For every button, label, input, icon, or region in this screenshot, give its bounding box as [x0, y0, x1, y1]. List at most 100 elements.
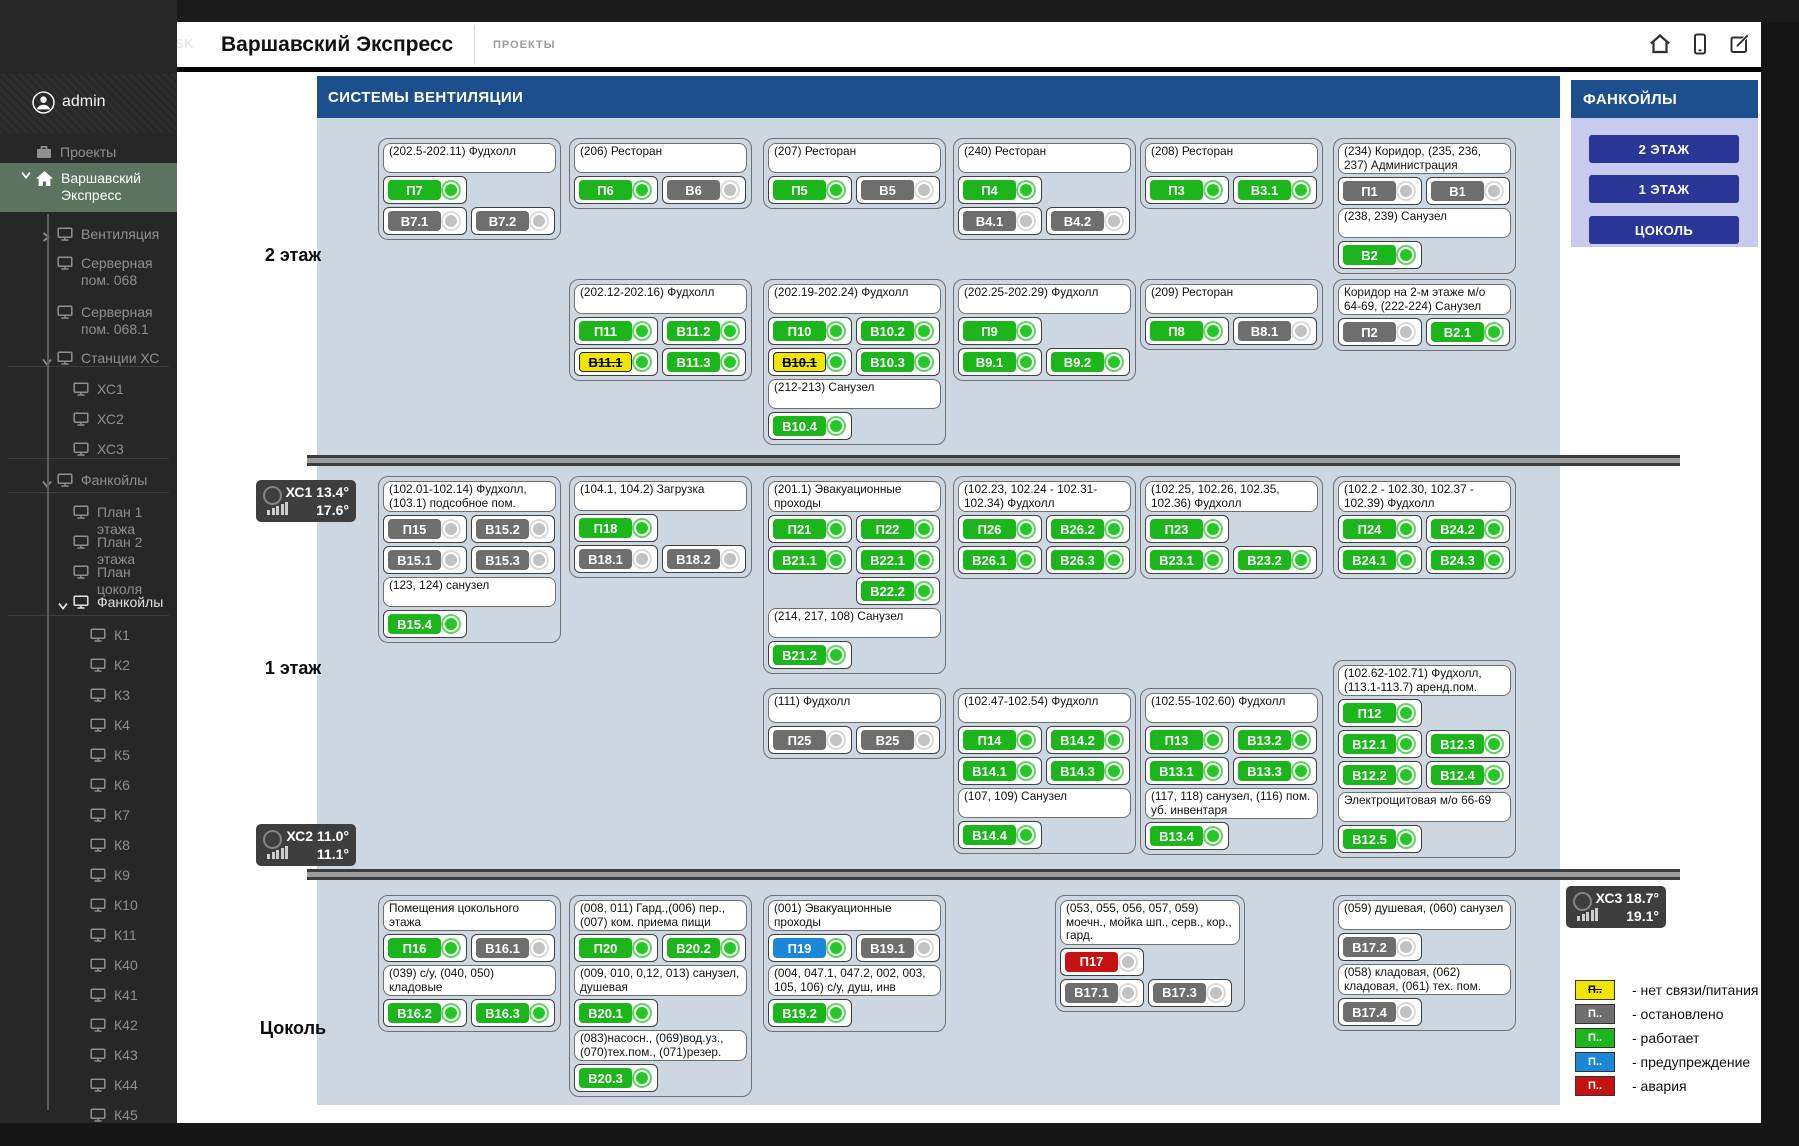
unit-button-v10-3[interactable]: В10.3 [856, 348, 940, 376]
unit-button-v13-3[interactable]: В13.3 [1233, 757, 1317, 785]
unit-button-p13[interactable]: П13 [1145, 726, 1229, 754]
unit-button-v7-1[interactable]: В7.1 [383, 207, 467, 235]
fancoils-button-2-этаж[interactable]: 2 ЭТАЖ [1589, 135, 1739, 163]
unit-button-v20-3[interactable]: В20.3 [574, 1064, 658, 1092]
unit-button-p24[interactable]: П24 [1338, 515, 1422, 543]
unit-button-v4-1[interactable]: В4.1 [958, 207, 1042, 235]
unit-button-v21-1[interactable]: В21.1 [768, 546, 852, 574]
unit-button-p2[interactable]: П2 [1338, 318, 1422, 346]
unit-button-p5[interactable]: П5 [768, 176, 852, 204]
sidebar-item-fancoils-screen[interactable]: Фанкойлы [0, 594, 177, 613]
station-badge-xc1[interactable]: ХС1 13.4°17.6° [256, 480, 356, 522]
unit-button-p4[interactable]: П4 [958, 176, 1042, 204]
sidebar-item-k43[interactable]: К43 [0, 1047, 177, 1066]
unit-button-p15[interactable]: П15 [383, 515, 467, 543]
unit-button-v10-1[interactable]: В10.1 [768, 348, 852, 376]
unit-button-v18-2[interactable]: В18.2 [662, 545, 746, 573]
unit-button-v10-2[interactable]: В10.2 [856, 317, 940, 345]
sidebar-item-hs1[interactable]: ХС1 [0, 381, 177, 400]
unit-button-p9[interactable]: П9 [958, 317, 1042, 345]
sidebar-item-k41[interactable]: К41 [0, 987, 177, 1006]
unit-button-v2[interactable]: В2 [1338, 241, 1422, 269]
sidebar-item-server-068-1[interactable]: Серверная пом. 068.1 [0, 304, 177, 338]
unit-button-p10[interactable]: П10 [768, 317, 852, 345]
unit-button-v13-2[interactable]: В13.2 [1233, 726, 1317, 754]
unit-button-v11-2[interactable]: В11.2 [662, 317, 746, 345]
unit-button-v14-4[interactable]: В14.4 [958, 821, 1042, 849]
unit-button-v1[interactable]: В1 [1426, 177, 1510, 205]
unit-button-v13-4[interactable]: В13.4 [1145, 822, 1229, 850]
sidebar-item-warsaw-express[interactable]: Варшавский Экспресс [0, 163, 177, 212]
unit-button-p8[interactable]: П8 [1145, 317, 1229, 345]
sidebar-item-k44[interactable]: К44 [0, 1077, 177, 1096]
unit-button-p21[interactable]: П21 [768, 515, 852, 543]
home-icon[interactable] [1648, 32, 1672, 56]
unit-button-v24-2[interactable]: В24.2 [1426, 515, 1510, 543]
sidebar-item-k42[interactable]: К42 [0, 1017, 177, 1036]
sidebar-item-server-068[interactable]: Серверная пом. 068 [0, 255, 177, 289]
unit-button-v24-3[interactable]: В24.3 [1426, 546, 1510, 574]
unit-button-p23[interactable]: П23 [1145, 515, 1229, 543]
unit-button-p26[interactable]: П26 [958, 515, 1042, 543]
unit-button-v18-1[interactable]: В18.1 [574, 545, 658, 573]
unit-button-p16[interactable]: П16 [383, 934, 467, 962]
station-badge-xc3[interactable]: ХС3 18.7°19.1° [1566, 886, 1666, 928]
unit-button-p14[interactable]: П14 [958, 726, 1042, 754]
unit-button-v20-1[interactable]: В20.1 [574, 999, 658, 1027]
sidebar-item-k11[interactable]: К11 [0, 927, 177, 946]
unit-button-p18[interactable]: П18 [574, 514, 658, 542]
unit-button-v22-1[interactable]: В22.1 [856, 546, 940, 574]
unit-button-v17-1[interactable]: В17.1 [1060, 978, 1144, 1007]
unit-button-v11-3[interactable]: В11.3 [662, 348, 746, 376]
unit-button-v26-1[interactable]: В26.1 [958, 546, 1042, 574]
unit-button-v24-1[interactable]: В24.1 [1338, 546, 1422, 574]
unit-button-v13-1[interactable]: В13.1 [1145, 757, 1229, 785]
unit-button-p25[interactable]: П25 [768, 726, 852, 754]
sidebar-item-k1[interactable]: К1 [0, 627, 177, 646]
user-row[interactable]: admin [0, 73, 177, 133]
unit-button-v15-2[interactable]: В15.2 [471, 515, 555, 543]
unit-button-p19[interactable]: П19 [768, 934, 852, 962]
unit-button-v2-1[interactable]: В2.1 [1426, 318, 1510, 346]
unit-button-p1[interactable]: П1 [1338, 177, 1422, 205]
unit-button-p20[interactable]: П20 [574, 934, 658, 962]
sidebar-item-ventilation[interactable]: Вентиляция [0, 226, 177, 245]
sidebar-item-k6[interactable]: К6 [0, 777, 177, 796]
sidebar-item-k9[interactable]: К9 [0, 867, 177, 886]
unit-button-v16-1[interactable]: В16.1 [471, 934, 555, 962]
sidebar-item-projects[interactable]: Проекты [0, 144, 177, 163]
fancoils-button-1-этаж[interactable]: 1 ЭТАЖ [1589, 175, 1739, 203]
unit-button-v16-2[interactable]: В16.2 [383, 999, 467, 1027]
sidebar-item-k10[interactable]: К10 [0, 897, 177, 916]
unit-button-v14-2[interactable]: В14.2 [1046, 726, 1130, 754]
sidebar-item-plan-basement[interactable]: План цоколя [0, 564, 177, 598]
chevron-down-icon[interactable] [21, 166, 31, 183]
unit-button-v6[interactable]: В6 [662, 176, 746, 204]
unit-button-p12[interactable]: П12 [1338, 699, 1422, 727]
unit-button-v10-4[interactable]: В10.4 [768, 412, 852, 440]
unit-button-v19-2[interactable]: В19.2 [768, 999, 852, 1027]
unit-button-v14-1[interactable]: В14.1 [958, 757, 1042, 785]
unit-button-v15-1[interactable]: В15.1 [383, 546, 467, 574]
sidebar-item-k7[interactable]: К7 [0, 807, 177, 826]
unit-button-v17-2[interactable]: В17.2 [1338, 933, 1422, 961]
unit-button-v25[interactable]: В25 [856, 726, 940, 754]
sidebar-item-plan-2[interactable]: План 2 этажа [0, 534, 177, 568]
unit-button-v17-4[interactable]: В17.4 [1338, 998, 1422, 1026]
station-badge-xc2[interactable]: ХС2 11.0°11.1° [256, 824, 356, 866]
unit-button-v22-2[interactable]: В22.2 [856, 577, 940, 605]
unit-button-p3[interactable]: П3 [1145, 176, 1229, 204]
unit-button-v7-2[interactable]: В7.2 [471, 207, 555, 235]
unit-button-p17[interactable]: П17 [1060, 947, 1144, 976]
smartphone-icon[interactable] [1688, 32, 1712, 56]
unit-button-v9-1[interactable]: В9.1 [958, 348, 1042, 376]
unit-button-v16-3[interactable]: В16.3 [471, 999, 555, 1027]
unit-button-p11[interactable]: П11 [574, 317, 658, 345]
sidebar-item-stations-hs[interactable]: Станции ХС [0, 350, 177, 369]
unit-button-p22[interactable]: П22 [856, 515, 940, 543]
unit-button-v21-2[interactable]: В21.2 [768, 641, 852, 669]
unit-button-v14-3[interactable]: В14.3 [1046, 757, 1130, 785]
unit-button-v23-2[interactable]: В23.2 [1233, 546, 1317, 574]
sidebar-item-fancoils[interactable]: Фанкойлы [0, 472, 177, 491]
chevron-down-icon[interactable] [58, 597, 68, 614]
